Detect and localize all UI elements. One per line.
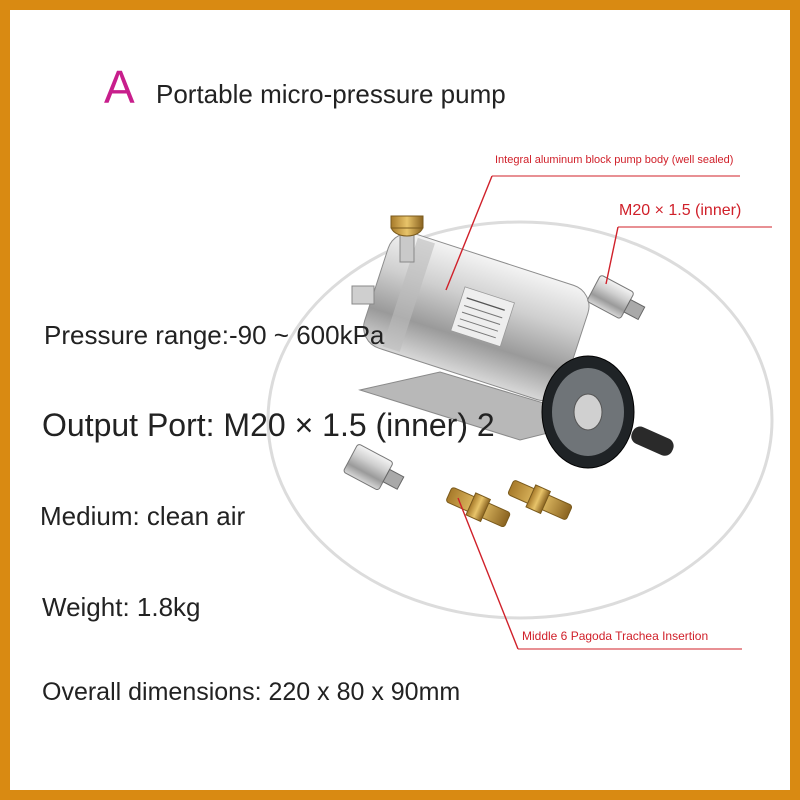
spec-medium: Medium: clean air <box>40 501 246 531</box>
pagoda-fitting-2 <box>507 480 573 520</box>
callout-pointer-pagoda <box>457 497 519 650</box>
air-tube <box>266 220 774 620</box>
pagoda-fitting-1 <box>446 487 511 528</box>
spec-dimensions: Overall dimensions: 220 x 80 x 90mm <box>42 678 461 706</box>
hand-wheel <box>541 355 674 469</box>
spec-output-port: Output Port: M20 × 1.5 (inner) 2 <box>42 407 495 443</box>
callout-pagoda: Middle 6 Pagoda Trachea Insertion <box>522 629 709 643</box>
m20-connector-top <box>587 275 646 321</box>
m20-connector-bottom <box>343 444 405 491</box>
callout-pointer-port <box>605 226 619 285</box>
callout-pointer-pump-body <box>445 175 493 291</box>
side-fitting <box>351 285 375 305</box>
section-letter: A <box>104 61 135 113</box>
spec-pressure-range: Pressure range:-90 ~ 600kPa <box>44 320 385 350</box>
brass-valve-knob <box>390 215 424 263</box>
callout-port-thread: M20 × 1.5 (inner) <box>619 202 742 219</box>
spec-weight: Weight: 1.8kg <box>42 592 201 622</box>
pump-body <box>363 232 590 402</box>
page-title: Portable micro-pressure pump <box>156 79 506 109</box>
callout-pump-body: Integral aluminum block pump body (well … <box>495 154 734 166</box>
